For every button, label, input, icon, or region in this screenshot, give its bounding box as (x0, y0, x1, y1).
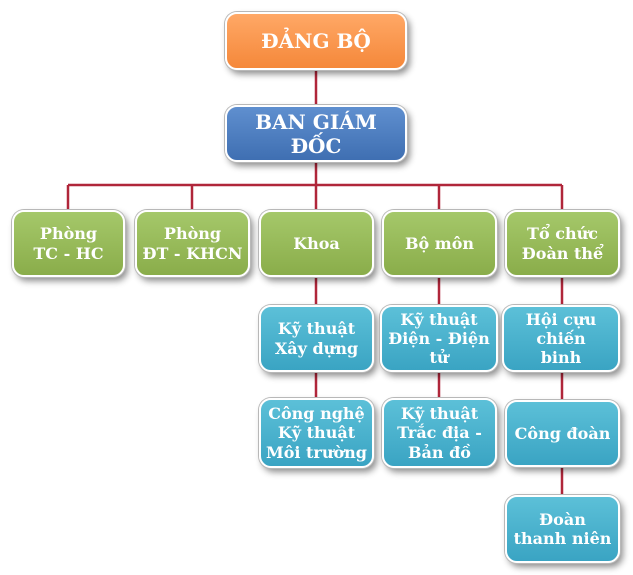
node-cong-doan-label: Công đoàn (514, 423, 611, 443)
node-to-chuc-doan-the-label: Tổ chức Đoàn thể (521, 224, 604, 263)
node-phong-dt-khcn-label: Phòng ĐT - KHCN (142, 224, 243, 263)
node-phong-tc-hc: Phòng TC - HC (12, 210, 125, 277)
node-phong-dt-khcn: Phòng ĐT - KHCN (135, 210, 250, 277)
node-ky-thuat-xay-dung-label: Kỹ thuật Xây dựng (274, 319, 359, 358)
node-to-chuc-doan-the: Tổ chức Đoàn thể (505, 210, 620, 277)
node-ky-thuat-dien-dien-tu: Kỹ thuật Điện - Điện tử (380, 305, 498, 372)
node-cong-nghe-ky-thuat-moi-truong-label: Công nghệ Kỹ thuật Môi trường (266, 404, 367, 462)
node-phong-tc-hc-label: Phòng TC - HC (33, 224, 104, 263)
node-cong-nghe-ky-thuat-moi-truong: Công nghệ Kỹ thuật Môi trường (259, 398, 374, 468)
node-bo-mon: Bộ môn (382, 210, 497, 277)
node-khoa: Khoa (259, 210, 374, 277)
node-ky-thuat-trac-dia-ban-do: Kỹ thuật Trắc địa - Bản đồ (382, 398, 497, 468)
node-khoa-label: Khoa (293, 233, 340, 253)
node-hoi-cuu-chien-binh: Hội cựu chiến binh (502, 305, 620, 372)
node-doan-thanh-nien-label: Đoàn thanh niên (513, 509, 612, 548)
node-cong-doan: Công đoàn (505, 400, 620, 467)
node-ky-thuat-dien-dien-tu-label: Kỹ thuật Điện - Điện tử (388, 309, 490, 368)
node-ban-giam-doc-label: BAN GIÁM ĐỐC (255, 109, 377, 158)
node-ky-thuat-trac-dia-ban-do-label: Kỹ thuật Trắc địa - Bản đồ (397, 404, 482, 462)
node-ban-giam-doc: BAN GIÁM ĐỐC (225, 105, 407, 162)
node-dang-bo: ĐẢNG BỘ (225, 12, 407, 70)
node-ky-thuat-xay-dung: Kỹ thuật Xây dựng (259, 305, 374, 372)
node-bo-mon-label: Bộ môn (405, 233, 474, 253)
node-dang-bo-label: ĐẢNG BỘ (261, 29, 371, 53)
node-hoi-cuu-chien-binh-label: Hội cựu chiến binh (525, 309, 597, 368)
node-doan-thanh-nien: Đoàn thanh niên (505, 495, 620, 563)
